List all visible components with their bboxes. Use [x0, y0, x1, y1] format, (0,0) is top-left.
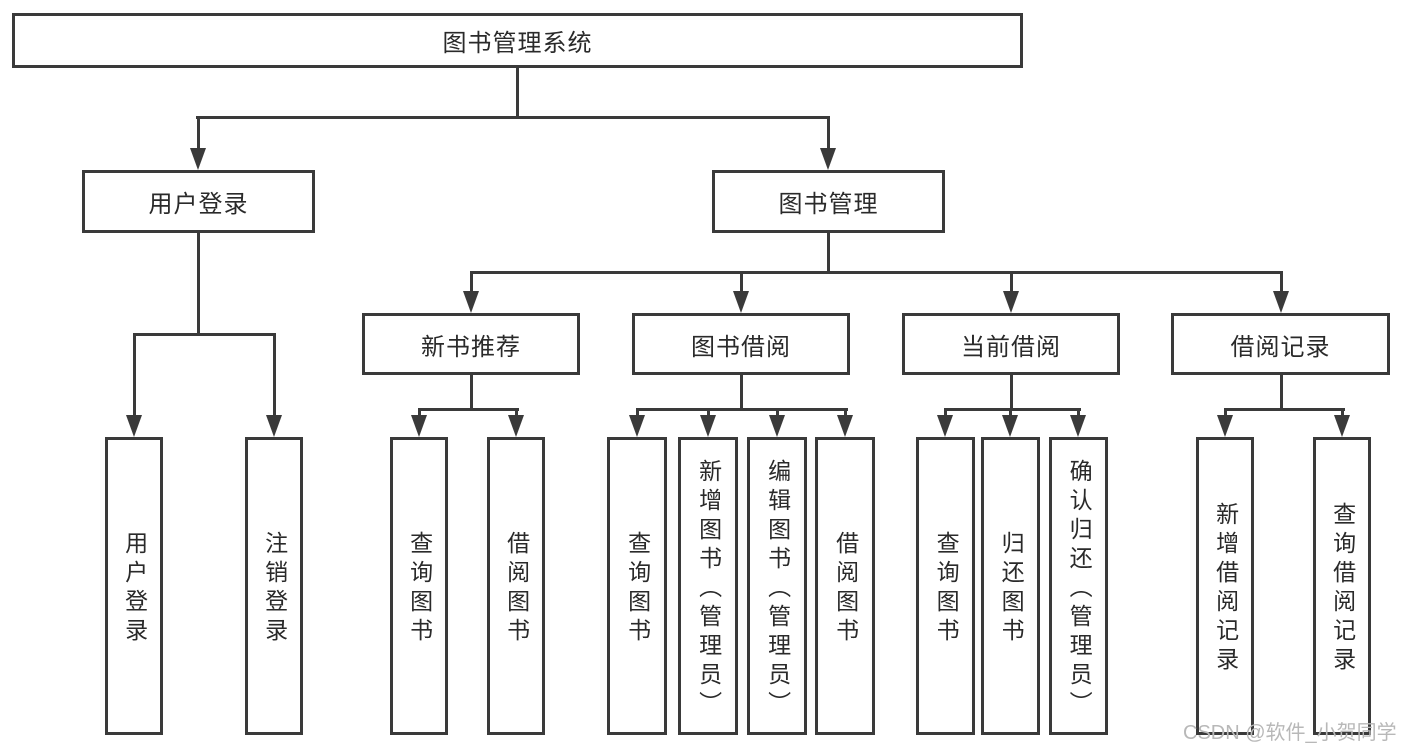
node-current-borrow: 当前借阅 [902, 313, 1120, 375]
leaf-recommend-borrow-book: 借阅图书 [487, 437, 545, 735]
edge-to-borrow-borrow [844, 408, 847, 418]
node-book-borrow: 图书借阅 [632, 313, 850, 375]
edge-to-current-query [944, 408, 947, 418]
leaf-borrow-edit-book-admin: 编辑图书（管理员） [747, 437, 807, 735]
arrowhead-leaf-logout [266, 415, 282, 437]
edge-to-leaf-user-login [133, 333, 136, 415]
edge-root-split [196, 116, 830, 119]
arrowhead-recommend-borrow [508, 415, 524, 437]
edge-to-records-query [1341, 408, 1344, 418]
edge-to-borrow-records [1280, 271, 1283, 293]
arrowhead-current-confirm [1070, 415, 1086, 437]
edge-current-split [944, 408, 1081, 411]
edge-to-book-management [827, 116, 830, 150]
arrowhead-current-borrow [1003, 291, 1019, 313]
arrowhead-current-query [937, 415, 953, 437]
edge-to-current-confirm [1077, 408, 1080, 418]
arrowhead-user-login [190, 148, 206, 170]
leaf-borrow-add-book-admin: 新增图书（管理员） [678, 437, 738, 735]
edge-book-management-split [470, 271, 1282, 274]
leaf-current-confirm-return-admin: 确认归还（管理员） [1049, 437, 1108, 735]
arrowhead-recommend-query [411, 415, 427, 437]
edge-to-current-return [1009, 408, 1012, 418]
leaf-recommend-query-book: 查询图书 [390, 437, 448, 735]
edge-records-split [1224, 408, 1345, 411]
edge-to-new-book-recommend [470, 271, 473, 293]
arrowhead-records-query [1334, 415, 1350, 437]
edge-borrow-split [636, 408, 848, 411]
edge-recommend-trunk [470, 375, 473, 411]
edge-to-book-borrow [740, 271, 743, 293]
node-borrow-records: 借阅记录 [1171, 313, 1390, 375]
arrowhead-borrow-borrow [837, 415, 853, 437]
edge-to-borrow-query [636, 408, 639, 418]
node-new-book-recommend: 新书推荐 [362, 313, 580, 375]
leaf-records-query-record: 查询借阅记录 [1313, 437, 1371, 735]
edge-user-login-split [133, 333, 276, 336]
leaf-current-query-book: 查询图书 [916, 437, 975, 735]
arrowhead-borrow-edit [769, 415, 785, 437]
edge-to-leaf-logout [273, 333, 276, 415]
edge-to-current-borrow [1010, 271, 1013, 293]
node-user-login: 用户登录 [82, 170, 315, 233]
arrowhead-current-return [1002, 415, 1018, 437]
csdn-watermark: CSDN @软件_小贺同学 [1183, 722, 1397, 744]
arrowhead-new-book-recommend [463, 291, 479, 313]
leaf-user-login: 用户登录 [105, 437, 163, 735]
leaf-logout: 注销登录 [245, 437, 303, 735]
edge-book-management-trunk [827, 233, 830, 273]
arrowhead-records-add [1217, 415, 1233, 437]
arrowhead-leaf-user-login [126, 415, 142, 437]
edge-user-login-trunk [197, 233, 200, 335]
leaf-borrow-borrow-book: 借阅图书 [815, 437, 875, 735]
edge-records-trunk [1280, 375, 1283, 411]
arrowhead-borrow-records [1273, 291, 1289, 313]
edge-to-borrow-add [707, 408, 710, 418]
leaf-borrow-query-book: 查询图书 [607, 437, 667, 735]
edge-to-recommend-query [418, 408, 421, 418]
edge-current-trunk [1010, 375, 1013, 411]
arrowhead-borrow-add [700, 415, 716, 437]
arrowhead-book-management [820, 148, 836, 170]
arrowhead-borrow-query [629, 415, 645, 437]
edge-to-user-login [197, 116, 200, 150]
edge-to-records-add [1224, 408, 1227, 418]
edge-to-recommend-borrow [515, 408, 518, 418]
node-book-management: 图书管理 [712, 170, 945, 233]
leaf-records-add-record: 新增借阅记录 [1196, 437, 1254, 735]
edge-root-trunk [516, 68, 519, 118]
leaf-current-return-book: 归还图书 [981, 437, 1040, 735]
edge-borrow-trunk [740, 375, 743, 411]
node-root-library-system: 图书管理系统 [12, 13, 1023, 68]
arrowhead-book-borrow [733, 291, 749, 313]
edge-to-borrow-edit [776, 408, 779, 418]
edge-recommend-split [418, 408, 519, 411]
